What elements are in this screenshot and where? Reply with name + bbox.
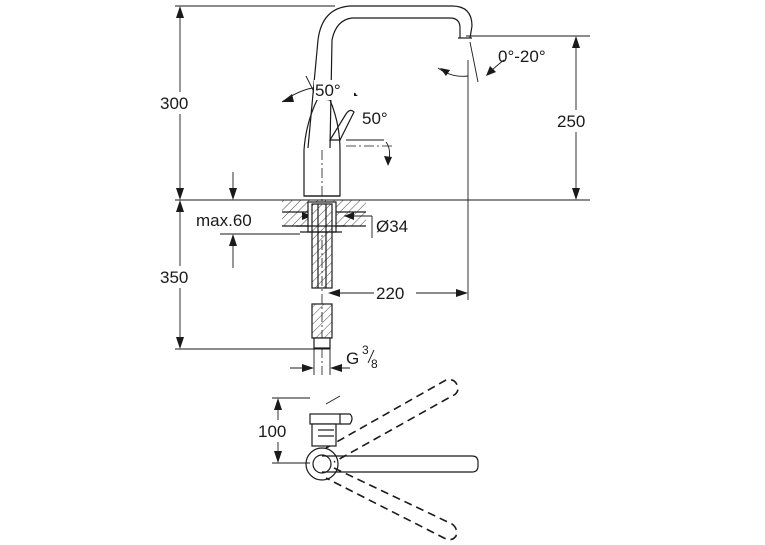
reference-lines bbox=[175, 5, 590, 350]
dimension-below-deck: 350 bbox=[158, 200, 200, 349]
hole-diameter-label: Ø34 bbox=[376, 217, 408, 236]
spout-tilt-label: 0°-20° bbox=[498, 47, 546, 66]
connection-numerator: 3 bbox=[362, 343, 369, 357]
plan-view: 100 bbox=[256, 378, 479, 541]
dimension-total-height: 300 bbox=[158, 6, 200, 200]
below-deck-label: 350 bbox=[160, 268, 188, 287]
spout-reach-label: 220 bbox=[376, 284, 404, 303]
dimension-deck-thickness: max.60 bbox=[196, 172, 300, 268]
angle-handle-side: 50° bbox=[346, 109, 392, 166]
connection-thread: G 3 8 bbox=[290, 343, 378, 375]
angle-handle-top: 50° bbox=[281, 75, 358, 103]
connection-denominator: 8 bbox=[371, 357, 378, 371]
angle-spout-tilt: 0°-20° bbox=[437, 41, 546, 83]
dimension-spout-height: 250 bbox=[554, 36, 598, 200]
connection-prefix: G bbox=[346, 349, 359, 368]
spout-height-label: 250 bbox=[557, 112, 585, 131]
handle-angle-side-label: 50° bbox=[362, 109, 388, 128]
dimension-spout-reach: 220 bbox=[328, 282, 468, 304]
handle-angle-top-label: 50° bbox=[315, 81, 341, 100]
plan-depth-label: 100 bbox=[258, 422, 286, 441]
supply-hoses bbox=[311, 203, 333, 349]
deck-thickness-label: max.60 bbox=[196, 211, 252, 230]
total-height-label: 300 bbox=[160, 94, 188, 113]
